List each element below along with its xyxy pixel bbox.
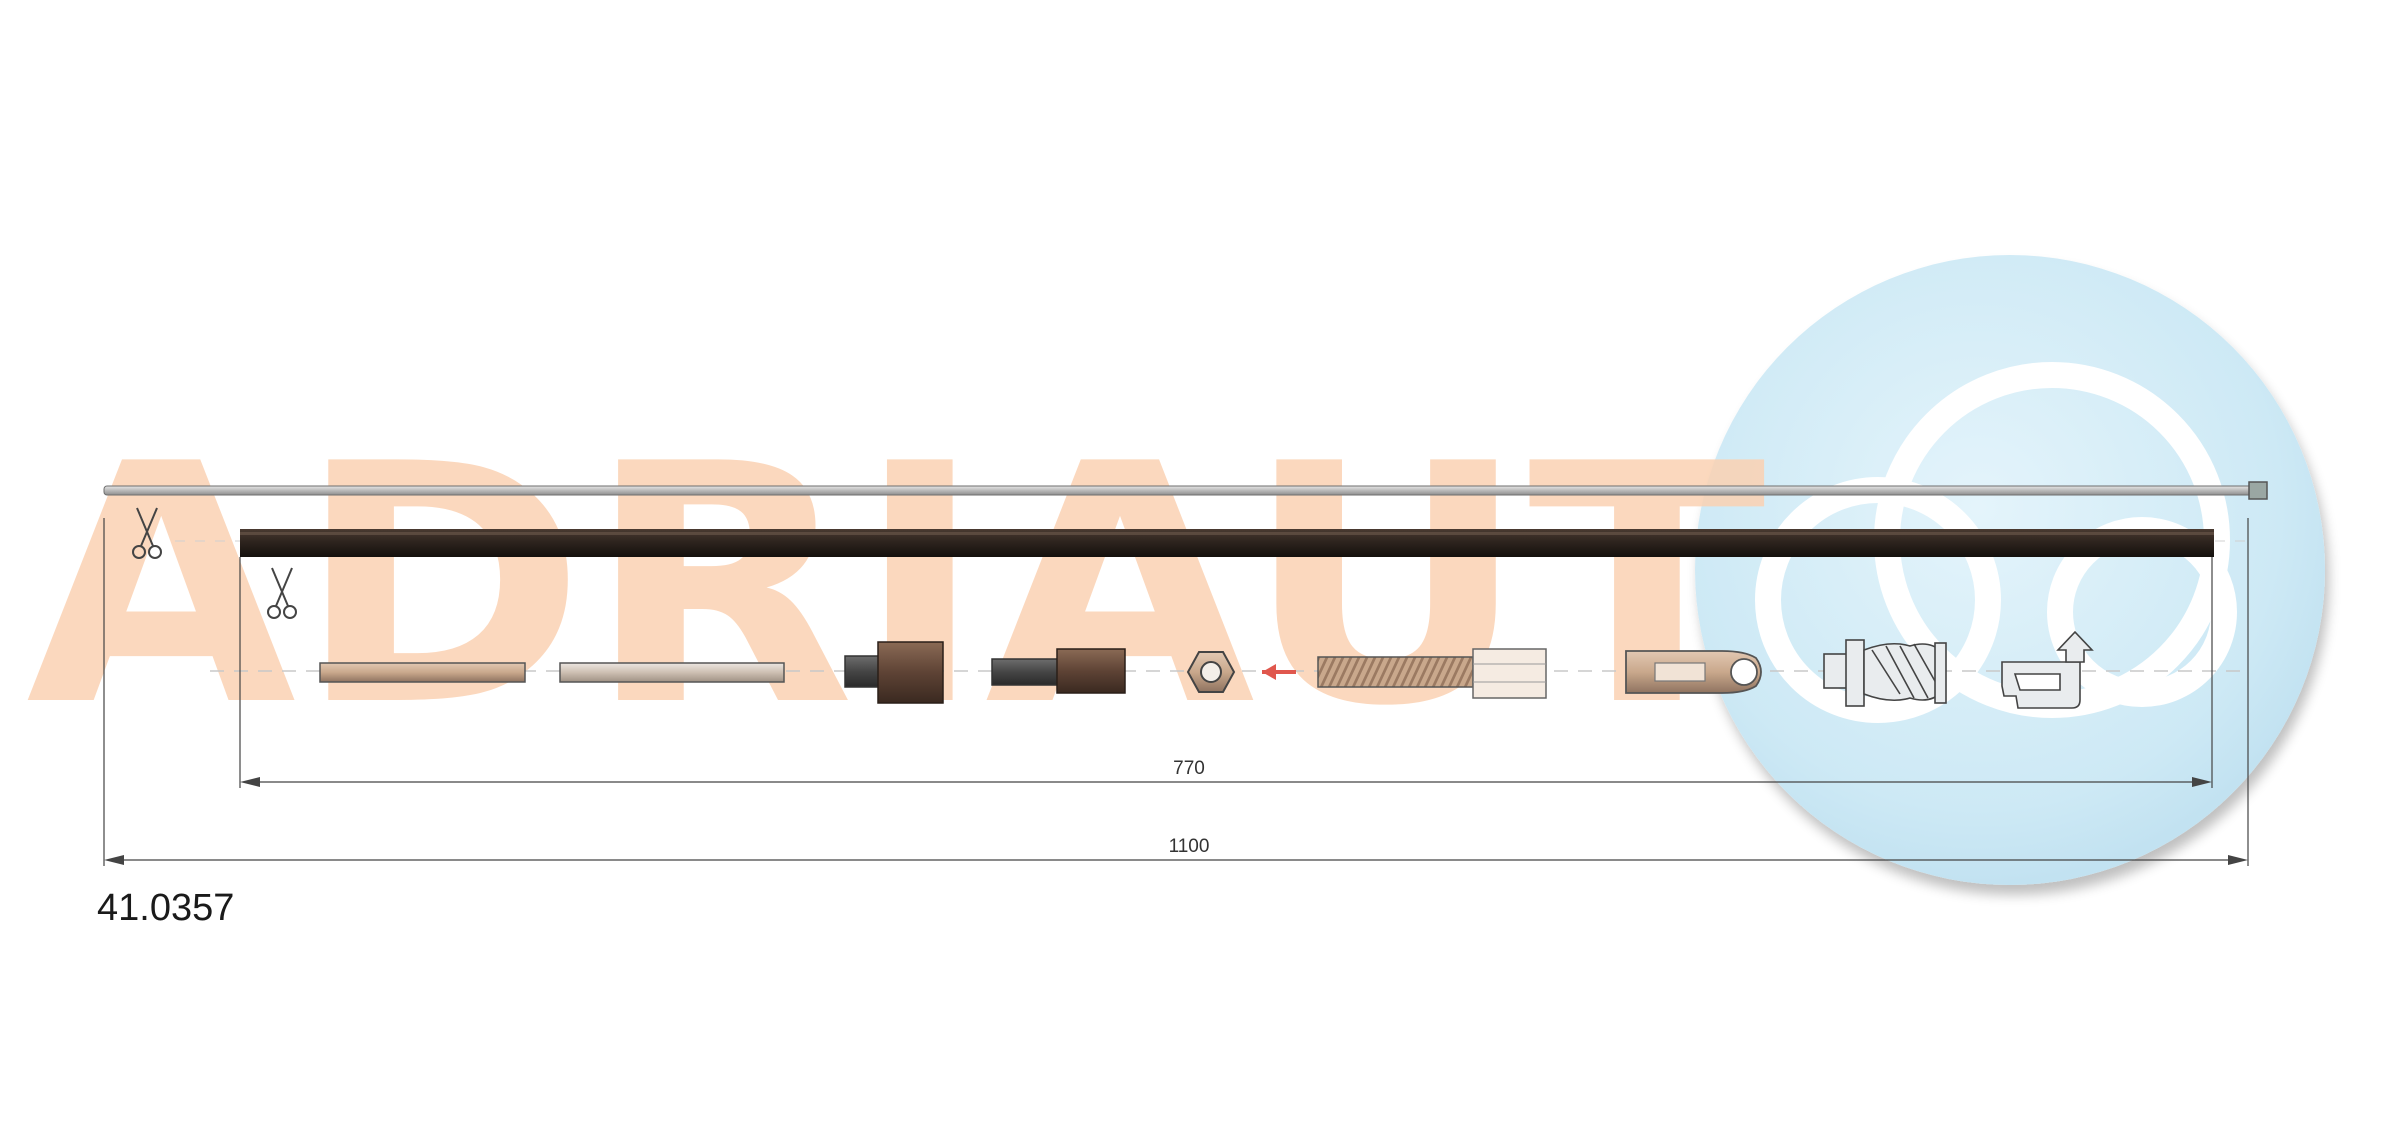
cable-end-nipple <box>2248 481 2268 500</box>
sleeve-grey <box>559 662 785 683</box>
part-number: 41.0357 <box>97 887 235 929</box>
outer-sheath <box>240 529 2214 557</box>
stepped-ferrule <box>991 648 1126 694</box>
sleeve <box>319 662 526 683</box>
dimension-label-1100: 1100 <box>1169 836 1210 857</box>
dimension-label-770: 770 <box>1173 758 1205 779</box>
logo-watermark <box>1695 255 2325 885</box>
threaded-adjuster <box>1317 648 1547 699</box>
scissors-icon <box>132 507 162 559</box>
scissors-icon <box>267 567 297 619</box>
arrow-icon <box>1262 664 1296 680</box>
ferrule <box>844 641 944 704</box>
clip <box>2001 630 2094 709</box>
brand-watermark: ADRIAUT <box>26 394 1768 778</box>
inner-cable <box>103 481 2268 500</box>
grommet <box>1823 639 1947 707</box>
eyelet-end <box>1625 650 1762 694</box>
dimension-sheath <box>239 557 2213 788</box>
hex-nut <box>1186 651 1236 693</box>
dimension-total <box>103 518 2249 866</box>
